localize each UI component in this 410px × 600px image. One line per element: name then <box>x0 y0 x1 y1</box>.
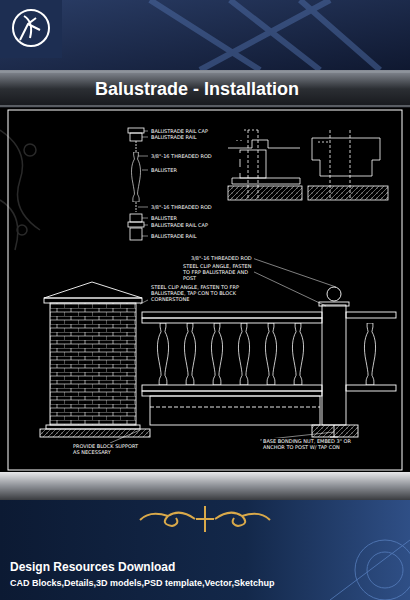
callout-label: BALUSTRADE RAIL <box>150 233 242 239</box>
page-title: Balustrade - Installation <box>95 79 299 100</box>
callout-label: BALUSTRADE RAIL CAP <box>150 222 242 228</box>
callout-label: STEEL CLIP ANGLE, FASTEN TO FRP BALUSTRA… <box>150 284 252 302</box>
callout-label: PROVIDE BLOCK SUPPORT AS NECESSARY <box>72 443 146 455</box>
callout-label: BALUSTER <box>150 167 242 173</box>
callout-label: 3/8"-16 THREADED ROD <box>150 153 242 159</box>
callout-label: STEEL CLIP ANGLE, FASTEN TO FRP BALUSTRA… <box>182 263 254 281</box>
callout-label: 3/8"-16 THREADED ROD <box>190 255 254 261</box>
footer-text: Design Resources Download <box>10 560 175 574</box>
callout-label: BASE BONDING NUT, EMBED 3" OR ANCHOR TO … <box>262 438 360 450</box>
footer-text: CAD Blocks,Details,3D models,PSD templat… <box>10 578 275 588</box>
callout-label: BALUSTER <box>150 215 242 221</box>
callout-label: 3/8"-16 THREADED ROD <box>150 204 242 210</box>
callout-label: BALUSTRADE RAIL <box>150 134 242 140</box>
